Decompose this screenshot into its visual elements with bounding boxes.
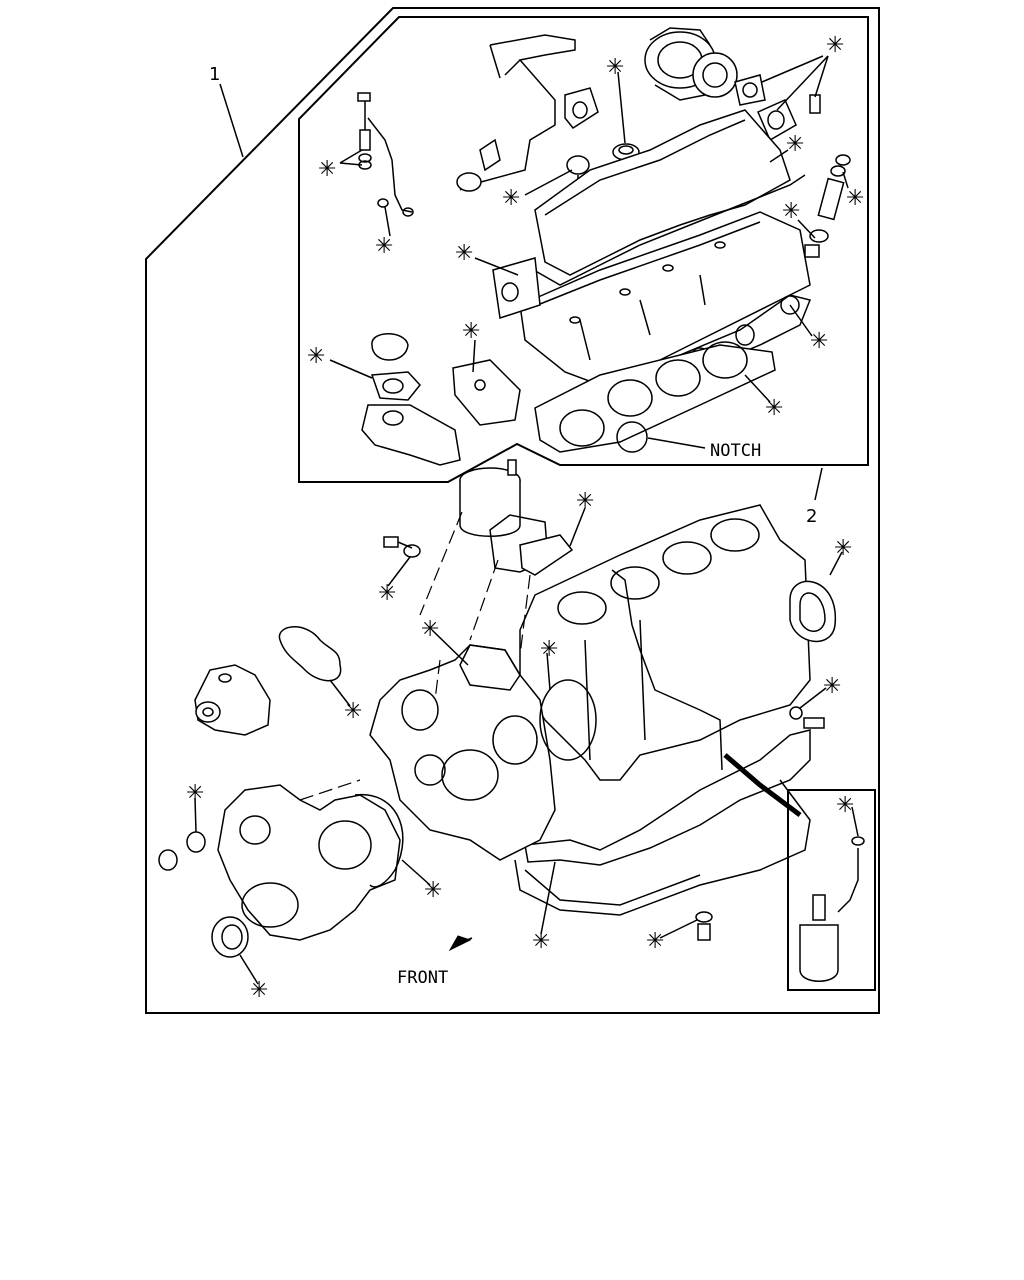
marker-oil-cooler: ✳ [576,489,594,514]
marker-cover-gasket: ✳ [424,878,442,903]
head-gasket [534,344,776,453]
oil-pan [514,779,811,916]
marker-nozzle-ring: ✳ [846,186,864,211]
inset-nozzle [799,836,865,982]
marker-nozzle-seal: ✳ [782,199,800,224]
plug-washer [186,831,206,853]
oil-cooler-gasket [519,534,574,576]
marker-front-plate: ✳ [421,617,439,642]
notch-label: NOTCH [710,441,761,461]
pipe-gasket [564,87,599,129]
thermostat-housing [361,404,461,466]
water-outlet-gasket [452,359,521,426]
marker-crank-seal: ✳ [250,978,268,1003]
plug [158,849,178,871]
crankshaft-seal [211,916,249,958]
rear-oil-seal [789,580,836,642]
cylinder-block [519,504,811,781]
marker-rear-seal: ✳ [834,536,852,561]
marker-leak-off: ✳ [375,234,393,259]
front-plate [369,644,556,861]
marker-plug: ✳ [186,781,204,806]
marker-intake-gasket: ✳ [455,241,473,266]
side-bolt [789,706,825,729]
timing-cover-gasket [354,793,404,888]
marker-turbo: ✳ [826,33,844,58]
item-number-2: 2 [806,506,817,527]
marker-thermostat: ✳ [307,344,325,369]
timing-gear-cover [217,784,401,941]
pipe-bracket [459,34,576,191]
water-pump-gasket [278,626,342,682]
marker-pipe-gasket: ✳ [606,55,624,80]
dipstick [723,753,802,817]
rocker-cover-gasket [524,174,806,286]
marker-head-gasket: ✳ [765,396,783,421]
thermostat-gasket [370,371,421,401]
turbo-gasket [734,74,766,106]
asterisk-markers: ✳ ✳ ✳ ✳ ✳ ✳ ✳ ✳ ✳ ✳ ✳ ✳ ✳ ✳ ✳ ✳ ✳ ✳ ✳ ✳ … [186,33,864,1003]
front-plate-gasket [459,644,521,691]
kit-1-outline [145,7,880,1014]
marker-water-pump: ✳ [344,699,362,724]
marker-oil-pan: ✳ [532,929,550,954]
marker-side-bolt: ✳ [823,674,841,699]
marker-drain: ✳ [646,929,664,954]
leader-lines [194,55,859,985]
oil-pan-gasket [524,729,811,866]
inset-box [787,789,876,991]
turbocharger [644,27,738,101]
injection-nozzle [804,154,851,258]
marker-rocker-gasket: ✳ [786,132,804,157]
item-number-1: 1 [209,64,220,85]
exhaust-gasket [757,99,797,142]
rocker-cover [534,109,791,276]
fuel-leak-off-pipe [359,95,413,213]
marker-inset-nozzle: ✳ [836,793,854,818]
oil-cap [566,155,590,175]
marker-bolt: ✳ [378,581,396,606]
cylinder-head [519,211,811,386]
notch-marker [616,421,648,453]
front-label: FRONT [397,968,448,988]
marker-fuel-line: ✳ [318,157,336,182]
marker-water-outlet: ✳ [462,319,480,344]
marker-exhaust-gasket: ✳ [810,329,828,354]
kit-2-outline [298,16,869,483]
dipstick-tube [611,569,723,771]
drain-plug [695,911,713,941]
oil-cooler [459,459,549,573]
o-ring [539,679,597,761]
marker-oil-cap: ✳ [502,186,520,211]
bolt [383,536,421,558]
marker-o-ring: ✳ [540,637,558,662]
water-pump [194,664,271,736]
